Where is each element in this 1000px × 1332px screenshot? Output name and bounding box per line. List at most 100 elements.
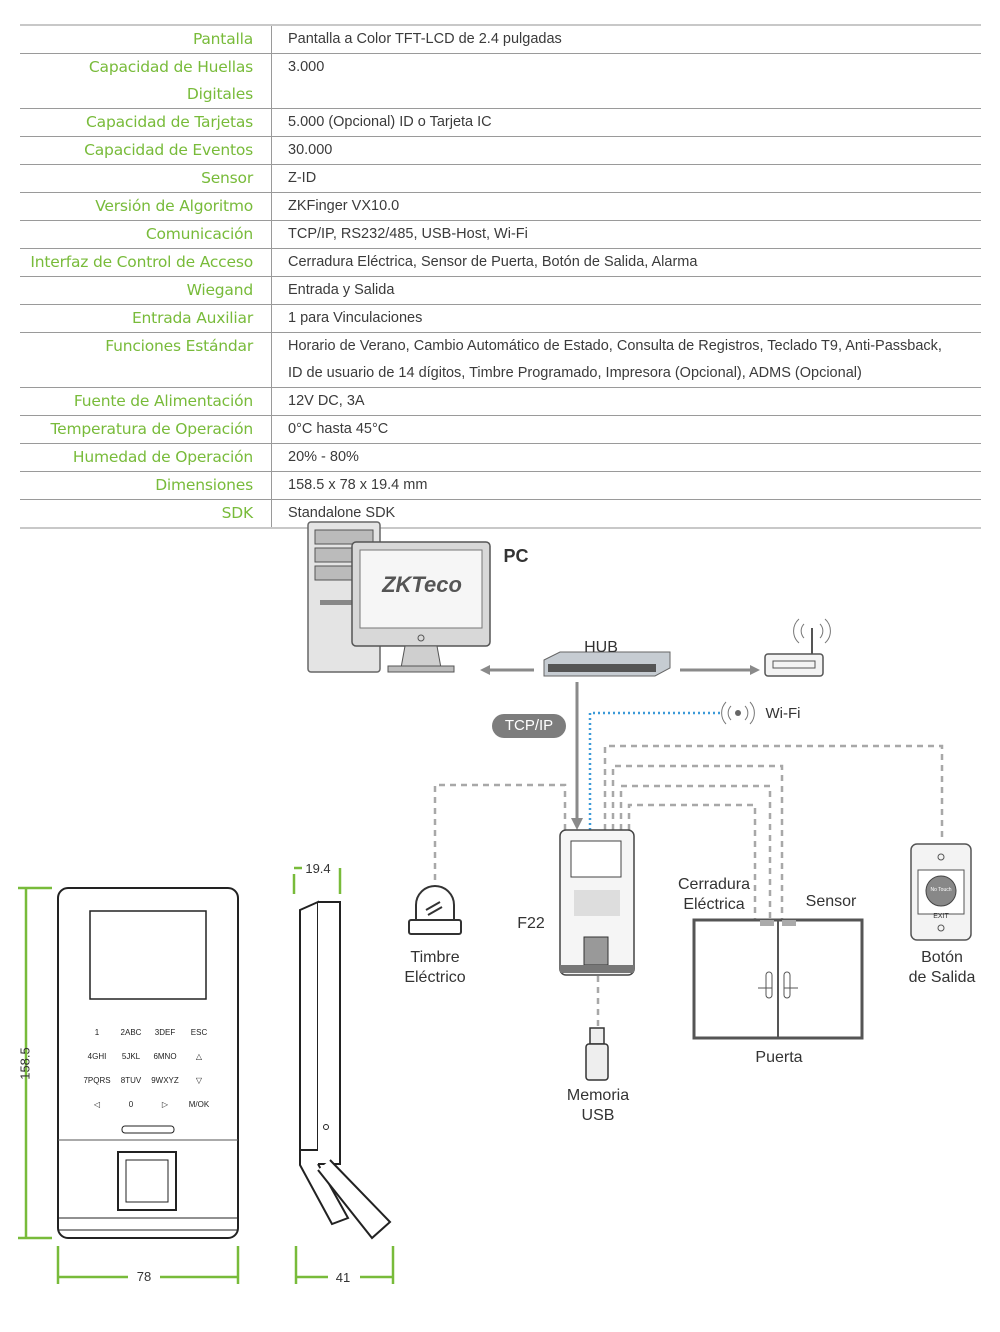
spec-value: Entrada y Salida [288,282,395,298]
spec-row: Temperatura de Operación 0°C hasta 45°C [20,416,981,444]
spec-value: 30.000 [288,142,333,158]
spec-value: Pantalla a Color TFT-LCD de 2.4 pulgadas [288,31,562,47]
spec-value: TCP/IP, RS232/485, USB-Host, Wi-Fi [288,226,528,242]
key: 4GHI [87,1052,107,1061]
key: 8TUV [120,1076,142,1085]
pc-label: PC [503,546,529,566]
spec-table: Pantalla Pantalla a Color TFT-LCD de 2.4 … [20,24,981,529]
hub-icon [543,651,671,677]
sensor-label: Sensor [805,893,857,910]
height-dimension: 158.5 [17,1047,33,1080]
key: △ [195,1052,203,1061]
usb-label-line: USB [581,1107,615,1124]
spec-value: ZKFinger VX10.0 [288,198,400,214]
spec-value: Standalone SDK [288,505,396,521]
spec-label: SDK [20,500,272,527]
dimension-lines [18,866,395,1284]
spec-value: Z-ID [288,170,317,186]
spec-row: SDK Standalone SDK [20,500,981,527]
spec-label: Comunicación [20,221,272,248]
key: 7PQRS [83,1076,111,1085]
spec-value: 5.000 (Opcional) ID o Tarjeta IC [288,114,492,130]
spec-label: Versión de Algoritmo [20,193,272,220]
key: ▷ [161,1100,169,1109]
door-label: Puerta [755,1049,803,1066]
spec-label: Interfaz de Control de Acceso [20,249,272,276]
key: 5JKL [121,1052,141,1061]
spec-row: Funciones Estándar Horario de Verano, Cam… [20,333,981,388]
spec-value-line: ID de usuario de 14 dígitos, Timbre Prog… [288,365,862,381]
exit-label: Botón de Salida [900,948,984,988]
spec-value: 12V DC, 3A [288,393,365,409]
spec-value: 158.5 x 78 x 19.4 mm [288,477,428,493]
spec-row: Humedad de Operación 20% - 80% [20,444,981,472]
spec-label: Temperatura de Operación [20,416,272,443]
network-arrows [480,665,760,830]
spec-value: 3.000 [288,59,325,75]
key: 9WXYZ [151,1076,179,1085]
tcpip-badge: TCP/IP [492,714,566,738]
key: 1 [94,1028,100,1037]
key: 3DEF [154,1028,176,1037]
key: M/OK [188,1100,210,1109]
spec-label: Fuente de Alimentación [20,388,272,415]
key: ▽ [195,1076,203,1085]
spec-label: Capacidad de Eventos [20,137,272,164]
wifi-link [588,701,755,830]
key: ESC [190,1028,208,1037]
device-side-drawing [299,900,392,1240]
spec-value: 1 para Vinculaciones [288,310,423,326]
f22-device-icon [559,829,635,976]
tilted-depth-dimension: 41 [335,1270,351,1285]
spec-row: Fuente de Alimentación 12V DC, 3A [20,388,981,416]
width-dimension: 78 [136,1269,152,1284]
spec-value: 0°C hasta 45°C [288,421,389,437]
spec-row: Capacidad de Huellas Digitales 3.000 [20,54,981,109]
spec-value: 20% - 80% [288,449,359,465]
spec-label: Sensor [20,165,272,192]
lock-label-line: Eléctrica [683,896,745,913]
lock-label-line: Cerradura [677,876,751,893]
key: 6MNO [153,1052,177,1061]
spec-row: Wiegand Entrada y Salida [20,277,981,305]
exit-button-icon [910,843,972,941]
key: ◁ [93,1100,101,1109]
usb-label-line: Memoria [566,1087,630,1104]
spec-label: Humedad de Operación [20,444,272,471]
diagram-graphics [18,521,972,1284]
spec-row: Versión de Algoritmo ZKFinger VX10.0 [20,193,981,221]
door-icon [692,918,864,1040]
device-front-drawing [57,887,239,1239]
exit-label-line: Botón [921,949,963,966]
spec-row: Capacidad de Eventos 30.000 [20,137,981,165]
exit-button-text: EXIT [933,913,949,920]
spec-label: Pantalla [20,26,272,53]
zkteco-logo: ZKTeco [382,572,462,597]
wifi-label: Wi-Fi [765,705,801,722]
spec-label: Wiegand [20,277,272,304]
depth-dimension: 19.4 [305,861,331,876]
spec-label: Funciones Estándar [20,333,272,387]
hub-label: HUB [584,639,618,656]
router-icon [764,618,831,677]
exit-button-small-text: No Touch [930,887,952,893]
key: 0 [128,1100,134,1109]
dashed-links [433,744,944,1026]
key: 2ABC [120,1028,142,1037]
spec-value: Cerradura Eléctrica, Sensor de Puerta, B… [288,254,698,270]
spec-value: Horario de Verano, Cambio Automático de … [272,333,981,387]
spec-label: Capacidad de Huellas Digitales [20,54,272,108]
exit-label-line: de Salida [908,969,976,986]
spec-row: Sensor Z-ID [20,165,981,193]
spec-value-line: Horario de Verano, Cambio Automático de … [288,338,942,354]
spec-label: Entrada Auxiliar [20,305,272,332]
spec-row: Entrada Auxiliar 1 para Vinculaciones [20,305,981,333]
spec-row: Comunicación TCP/IP, RS232/485, USB-Host,… [20,221,981,249]
electric-bell-icon [408,885,462,935]
bell-label-line: Timbre [410,949,460,966]
